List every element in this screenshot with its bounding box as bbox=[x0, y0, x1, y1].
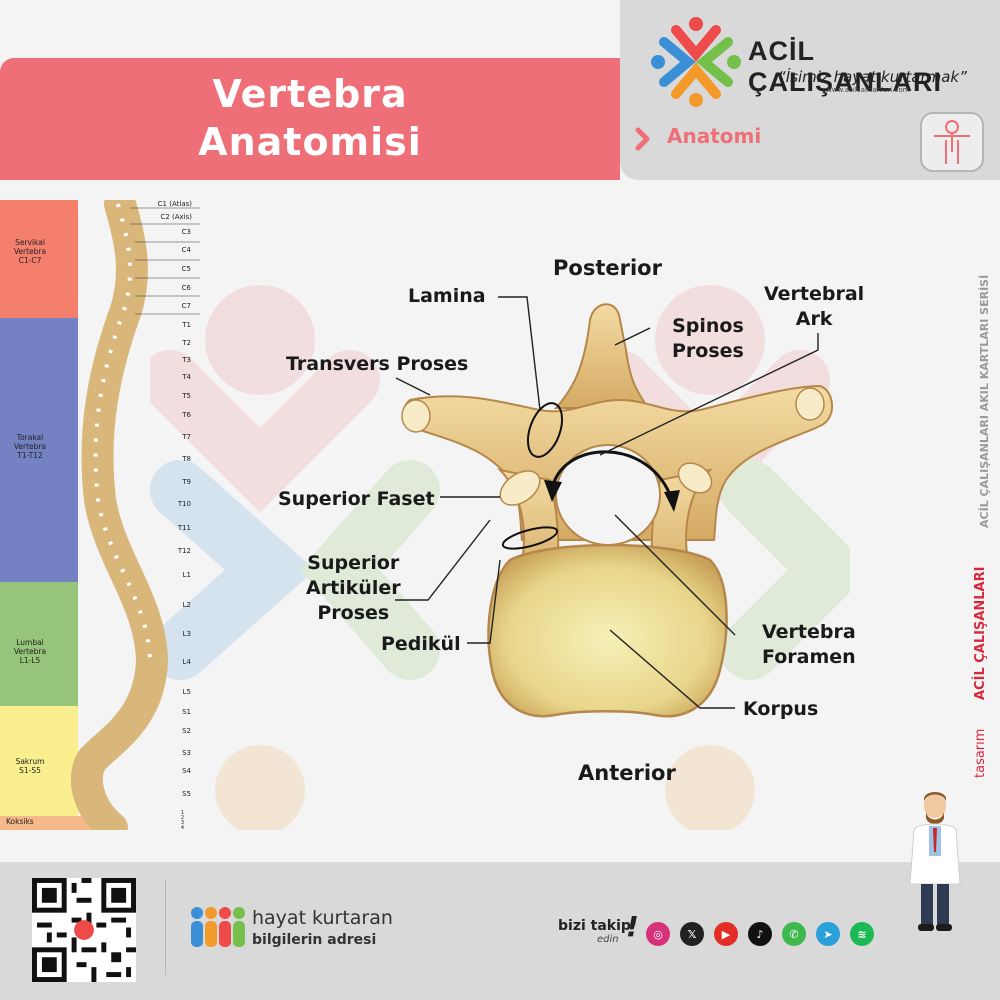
brand-slogan: “İşimiz hayat kurtarmak” bbox=[778, 68, 967, 86]
orientation-anterior: Anterior bbox=[578, 761, 676, 785]
instagram-icon[interactable]: ◎ bbox=[646, 922, 670, 946]
spine-level-label: T12 bbox=[177, 547, 191, 555]
spine-level-label: T8 bbox=[182, 455, 191, 463]
label-lamina: Lamina bbox=[408, 285, 486, 307]
footer-tagline-2: bilgilerin adresi bbox=[252, 932, 377, 948]
spine-level-label: C6 bbox=[181, 284, 191, 292]
spine-level-label: C4 bbox=[181, 246, 191, 254]
spine-region-thoracic: Torakal Vertebra T1-T12 bbox=[2, 433, 58, 460]
spine-region-label: Koksiks bbox=[6, 817, 34, 826]
doctor-mascot-icon bbox=[909, 792, 961, 931]
spine-level-label: T9 bbox=[182, 478, 191, 486]
spine-level-label: T5 bbox=[182, 392, 191, 400]
spine-level-label: C5 bbox=[181, 265, 191, 273]
tiktok-icon[interactable]: ♪ bbox=[748, 922, 772, 946]
page-title-line2: Anatomisi bbox=[198, 120, 422, 164]
spine-level-label: S3 bbox=[182, 749, 191, 757]
spine-region-lumbar: Lumbal Vertebra L1-L5 bbox=[2, 638, 58, 665]
spine-level-label: S2 bbox=[182, 727, 191, 735]
page-title-line1: Vertebra bbox=[212, 72, 408, 116]
spine-region-label: Sakrum S1-S5 bbox=[15, 757, 45, 775]
spine-level-label: T10 bbox=[177, 500, 191, 508]
spine-level-label: L3 bbox=[182, 630, 191, 638]
spine-column-illustration bbox=[0, 200, 200, 830]
label-pedikul: Pedikül bbox=[381, 633, 461, 655]
telegram-icon[interactable]: ➤ bbox=[816, 922, 840, 946]
spine-level-label: L5 bbox=[182, 688, 191, 696]
spine-region-sacrum: Sakrum S1-S5 bbox=[2, 757, 58, 775]
spine-level-label: S5 bbox=[182, 790, 191, 798]
spine-region-cervical: Servikal Vertebra C1-C7 bbox=[2, 238, 58, 265]
design-side-text: tasarım bbox=[973, 728, 988, 778]
follow-exclamation: ! bbox=[626, 910, 639, 943]
spine-level-label: C2 (Axis) bbox=[160, 213, 192, 221]
spine-level-label: L1 bbox=[182, 571, 191, 579]
spotify-icon[interactable]: ≋ bbox=[850, 922, 874, 946]
title-banner: Vertebra Anatomisi bbox=[0, 58, 620, 180]
spine-level-label: S4 bbox=[182, 767, 191, 775]
spine-region-label: Lumbal Vertebra L1-L5 bbox=[13, 638, 47, 665]
spine-level-label: T1 bbox=[182, 321, 191, 329]
brand-name: ACİL ÇALIŞANLARI bbox=[748, 36, 942, 97]
anatomy-body-icon bbox=[920, 112, 984, 172]
spine-region-coccyx: Koksiks bbox=[6, 817, 62, 826]
label-superior-faset: Superior Faset bbox=[278, 488, 435, 510]
spine-level-label: T6 bbox=[182, 411, 191, 419]
label-spinos-proses: Spinos Proses bbox=[672, 315, 744, 362]
design-brand-side-text: ACİL ÇALIŞANLARI bbox=[973, 566, 988, 700]
qr-code-icon[interactable] bbox=[32, 878, 136, 982]
follow-label-2: edin bbox=[597, 934, 619, 945]
coccyx-level-label: 3 bbox=[180, 820, 184, 826]
brand-url: www.acilcalisanlari.com bbox=[826, 86, 910, 94]
footer-divider bbox=[165, 880, 166, 975]
coccyx-level-label: 2 bbox=[180, 815, 184, 821]
spine-level-label: C1 (Atlas) bbox=[157, 200, 192, 208]
spine-level-label: T4 bbox=[182, 373, 191, 381]
spine-level-label: T11 bbox=[177, 524, 191, 532]
spine-level-label: T7 bbox=[182, 433, 191, 441]
category-label: Anatomi bbox=[667, 124, 762, 148]
spine-region-label: Servikal Vertebra C1-C7 bbox=[13, 238, 47, 265]
people-group-icon bbox=[191, 907, 245, 947]
spine-level-label: C3 bbox=[181, 228, 191, 236]
spine-level-label: T2 bbox=[182, 339, 191, 347]
label-transvers-proses: Transvers Proses bbox=[286, 353, 469, 375]
whatsapp-icon[interactable]: ✆ bbox=[782, 922, 806, 946]
label-korpus: Korpus bbox=[743, 698, 819, 720]
coccyx-level-label: 4 bbox=[180, 825, 184, 831]
orientation-posterior: Posterior bbox=[553, 256, 662, 280]
follow-label: bizi takip bbox=[558, 918, 631, 934]
label-vertebral-ark: Vertebral Ark bbox=[764, 283, 865, 330]
label-superior-artikuler-proses: Superior Artiküler Proses bbox=[306, 552, 401, 624]
spine-region-label: Torakal Vertebra T1-T12 bbox=[13, 433, 47, 460]
footer-tagline-1: hayat kurtaran bbox=[252, 907, 393, 929]
x-icon[interactable]: 𝕏 bbox=[680, 922, 704, 946]
chevron-right-icon bbox=[635, 127, 650, 151]
label-vertebra-foramen: Vertebra Foramen bbox=[762, 621, 856, 668]
spine-level-label: L4 bbox=[182, 658, 191, 666]
brand-logo-icon bbox=[651, 17, 741, 107]
spine-level-label: L2 bbox=[182, 601, 191, 609]
spine-level-label: C7 bbox=[181, 302, 191, 310]
spine-level-label: S1 bbox=[182, 708, 191, 716]
series-side-text: ACİL ÇALIŞANLARI AKIL KARTLARI SERİSİ bbox=[978, 274, 991, 528]
coccyx-level-label: 1 bbox=[180, 810, 184, 816]
spine-level-label: T3 bbox=[182, 356, 191, 364]
youtube-icon[interactable]: ▶ bbox=[714, 922, 738, 946]
